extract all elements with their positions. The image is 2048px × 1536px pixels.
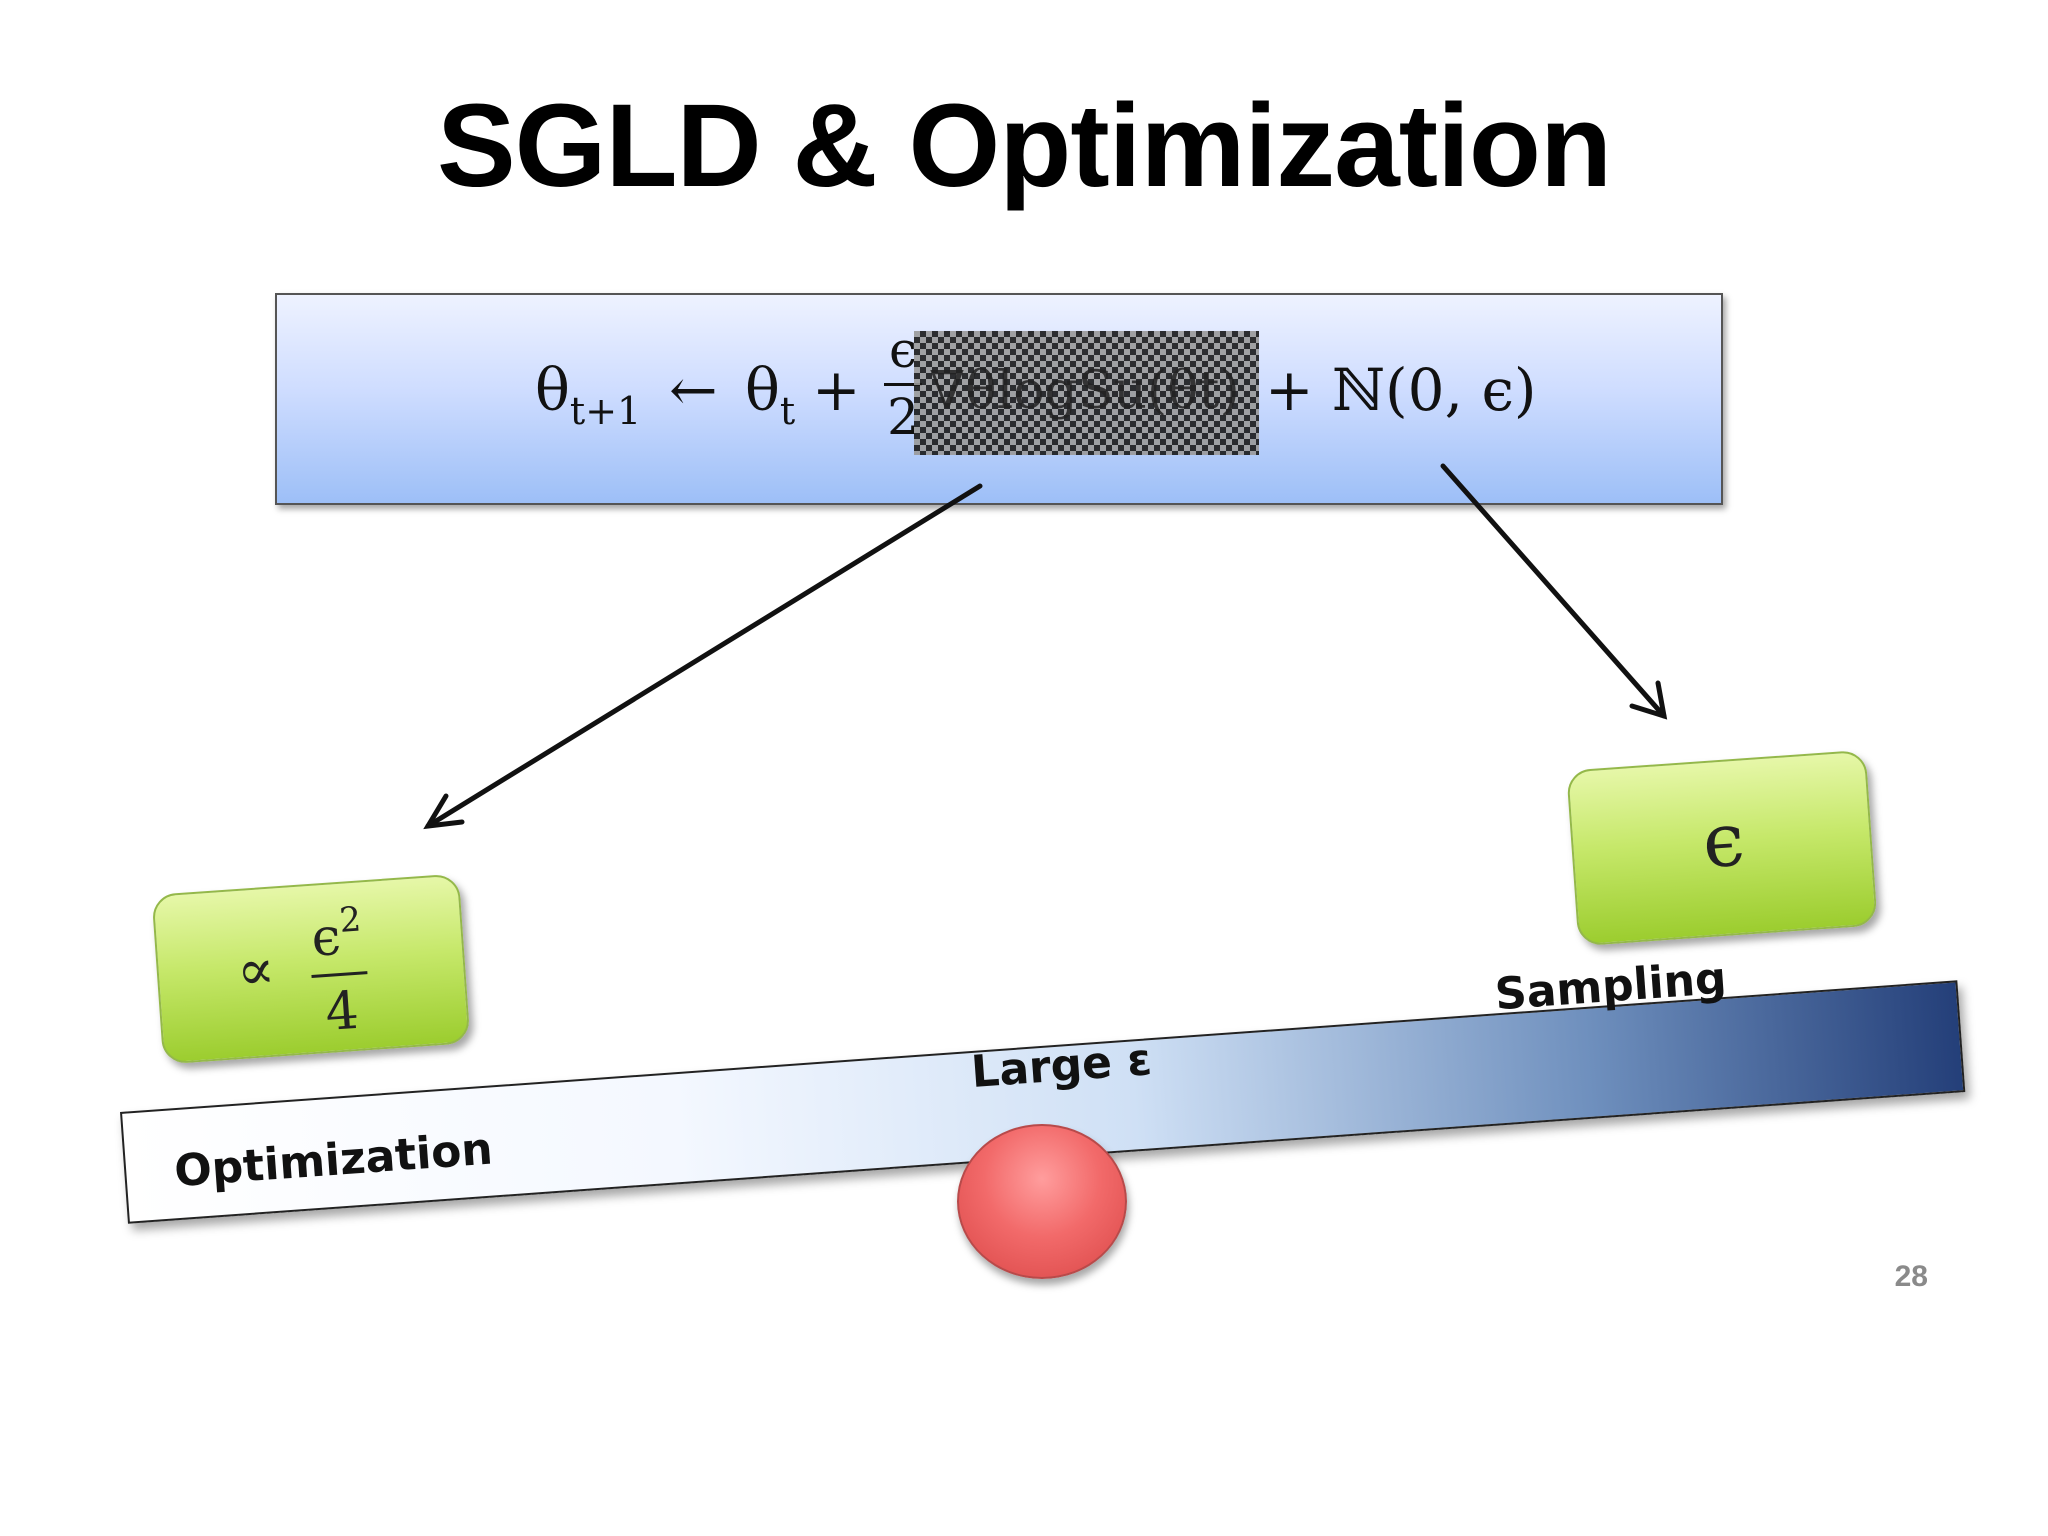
equation-arrow: ← (669, 356, 718, 424)
equation-theta-next: θt+1 (535, 356, 642, 433)
arrow-to-sampling-head (1629, 680, 1668, 720)
optimization-label: Optimization (172, 1123, 495, 1198)
redacted-gradient-term (914, 331, 1259, 455)
equation-fraction-numerator: ϵ (888, 321, 917, 379)
equation-plus: + (812, 356, 861, 424)
epsilon-symbol: ϵ (1699, 796, 1748, 886)
weight-box-optimization: ∝ ϵ2 4 (151, 873, 471, 1065)
arrow-to-optimization-head (423, 793, 465, 830)
equation-box: θt+1 ← θt + ϵ 2 ∇θlogSu(θt) + ℕ(0, ϵ) (275, 293, 1723, 505)
slide-title: SGLD & Optimization (436, 80, 1612, 212)
page-number: 28 (1894, 1260, 1928, 1293)
arrow-to-sampling (1440, 463, 1667, 719)
epsilon-squared-over-4: ϵ2 4 (305, 899, 374, 1043)
arrow-to-optimization (425, 483, 983, 829)
weight-box-sampling: ϵ (1566, 749, 1878, 947)
fulcrum-ball (957, 1124, 1127, 1279)
equation-noise-term: + ℕ(0, ϵ) (1265, 356, 1537, 424)
equation-fraction-denominator: 2 (887, 388, 919, 446)
proportional-symbol: ∝ (234, 936, 278, 1005)
equation-fraction: ϵ 2 (880, 325, 926, 442)
gradient-term: ∇θlogSu(θt) (929, 361, 1240, 421)
equation-theta-t: θt (745, 356, 796, 433)
